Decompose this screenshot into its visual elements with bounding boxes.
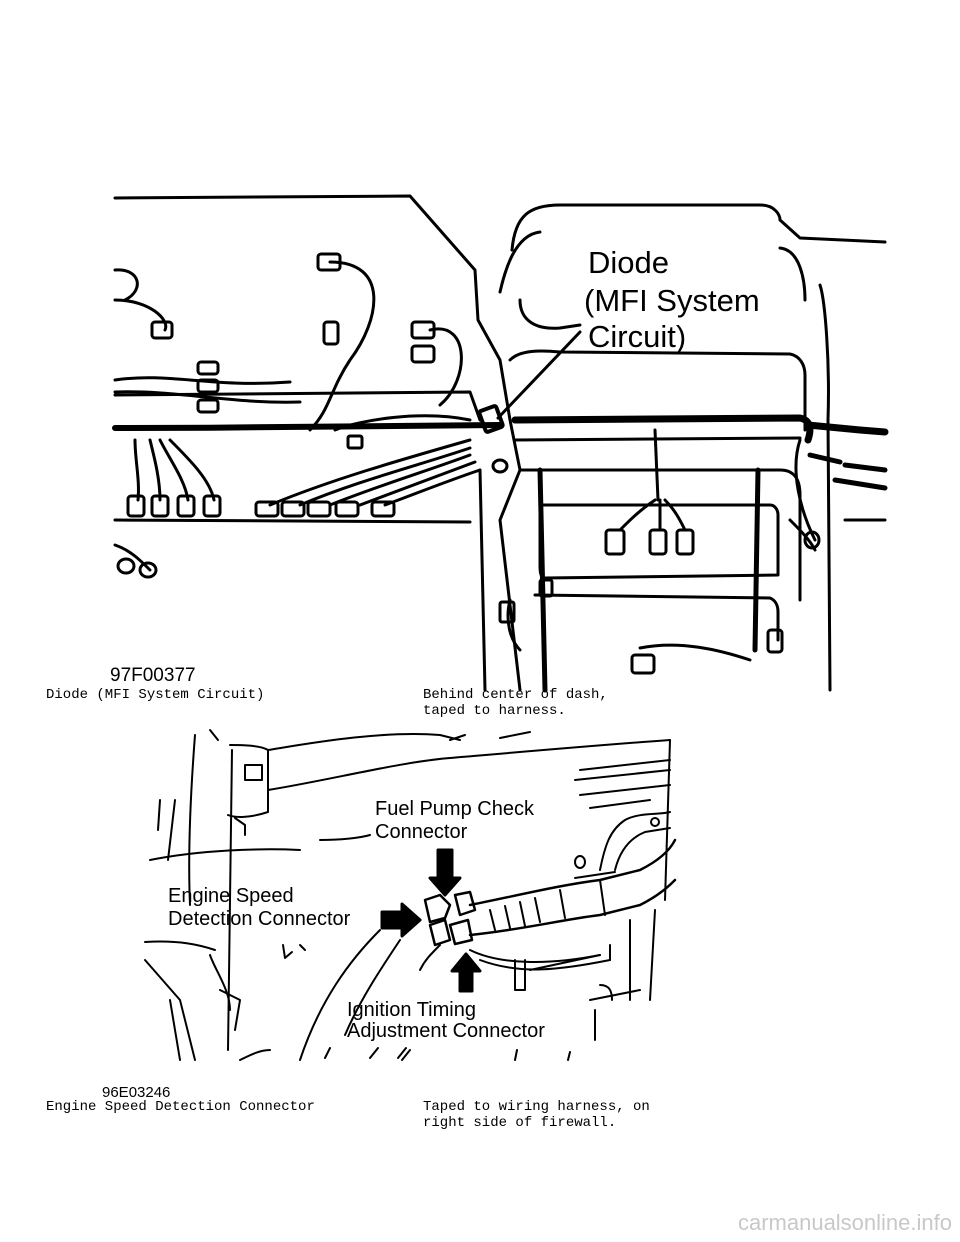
figure1-caption-location-line2: taped to harness. — [423, 703, 566, 719]
figure2-caption-title: Engine Speed Detection Connector — [46, 1099, 315, 1115]
figure2-caption-location-line2: right side of firewall. — [423, 1115, 617, 1131]
ignition-timing-label-line2: Adjustment Connector — [347, 1020, 545, 1042]
watermark: carmanualsonline.info — [737, 1210, 952, 1235]
figure2-code: 96E03246 — [102, 1084, 171, 1101]
diode-label-line3: Circuit) — [588, 319, 687, 354]
fuel-pump-check-label-line1: Fuel Pump Check — [375, 798, 534, 820]
diode-label-line2: (MFI System — [584, 283, 760, 318]
figure1-caption-location-line1: Behind center of dash, — [423, 687, 608, 703]
ignition-timing-label-line1: Ignition Timing — [347, 999, 476, 1021]
engine-speed-label-line1: Engine Speed — [168, 885, 294, 907]
engine-speed-label-line2: Detection Connector — [168, 908, 351, 930]
fuel-pump-check-label-line2: Connector — [375, 821, 468, 843]
diode-wiring-diagram — [112, 194, 889, 693]
diode-label-line1: Diode — [588, 245, 669, 280]
figure1-code: 97F00377 — [110, 665, 196, 686]
figure1-caption-title: Diode (MFI System Circuit) — [46, 687, 265, 703]
figure2-caption-location-line1: Taped to wiring harness, on — [423, 1099, 650, 1115]
